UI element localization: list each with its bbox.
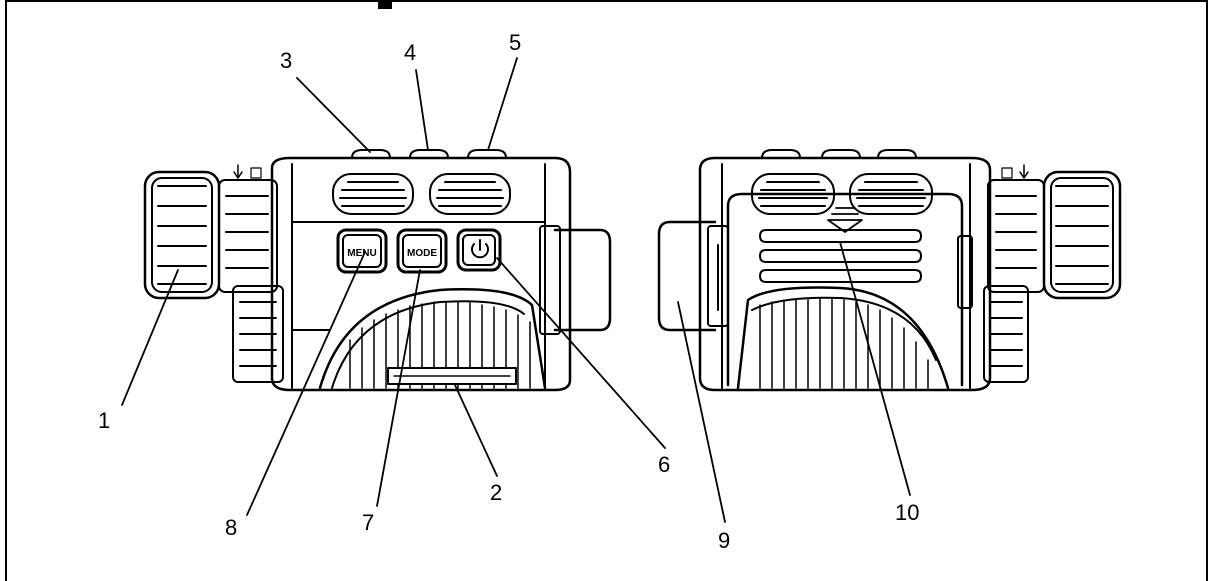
menu-button-label: MENU xyxy=(347,248,376,259)
objective-cap-right xyxy=(657,220,729,332)
top-button-5 xyxy=(467,149,507,159)
top-button-3 xyxy=(351,149,391,159)
callout-3: 3 xyxy=(280,48,292,73)
top-button-4 xyxy=(409,149,449,159)
callout-7: 7 xyxy=(362,510,374,535)
mode-button-label: MODE xyxy=(407,248,437,259)
callout-labels: 1 2 3 4 5 6 7 8 9 10 xyxy=(98,30,919,553)
leader-lines xyxy=(121,57,911,523)
callout-10: 10 xyxy=(895,500,919,525)
control-buttons-left: MENU MODE xyxy=(336,228,502,274)
callout-9: 9 xyxy=(718,528,730,553)
power-icon xyxy=(471,239,489,259)
lower-grip-left xyxy=(232,285,284,383)
callout-2: 2 xyxy=(490,480,502,505)
title-fragment xyxy=(378,0,392,9)
callout-6: 6 xyxy=(658,452,670,477)
battery-cover xyxy=(726,192,964,387)
lower-grip-right xyxy=(983,285,1029,383)
main-body-left xyxy=(270,156,572,392)
right-device xyxy=(657,149,1122,392)
eyepiece-ring-right xyxy=(987,164,1045,293)
power-button-shape xyxy=(456,228,502,272)
diagram-frame xyxy=(5,0,1208,581)
bottom-grip-left xyxy=(318,288,547,390)
menu-button-shape xyxy=(336,228,388,274)
callout-4: 4 xyxy=(404,40,416,65)
left-device: MENU MODE xyxy=(143,149,612,392)
vents-left xyxy=(332,173,511,215)
callout-1: 1 xyxy=(98,408,110,433)
eyepiece-ring-left xyxy=(218,164,278,293)
side-strip-right xyxy=(957,235,973,309)
objective-cap-left xyxy=(539,225,612,335)
focus-wheel-left xyxy=(143,170,221,300)
arrow-down-icon xyxy=(827,207,863,233)
callout-8: 8 xyxy=(225,515,237,540)
top-buttons-left xyxy=(351,149,507,159)
main-body-right xyxy=(698,156,992,392)
callout-5: 5 xyxy=(509,30,521,55)
focus-wheel-right xyxy=(1042,170,1122,300)
bottom-grip-right xyxy=(736,286,950,390)
top-buttons-right xyxy=(761,149,917,159)
mode-button-shape xyxy=(396,228,448,274)
